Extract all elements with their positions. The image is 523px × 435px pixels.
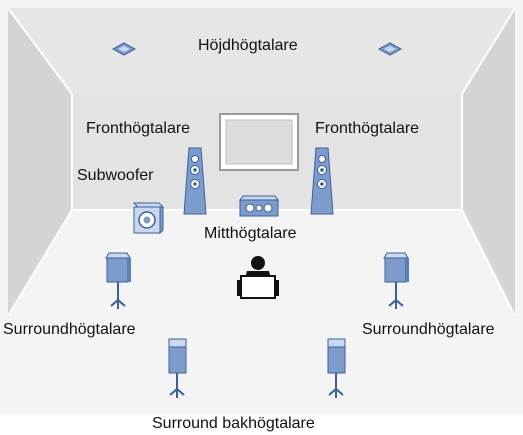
- left-wall: [8, 8, 72, 316]
- surround-speaker-right: [383, 252, 409, 309]
- surround-back-speaker-left: [168, 338, 187, 398]
- label-front-left: Fronthögtalare: [86, 120, 191, 137]
- label-height-speakers: Höjdhögtalare: [198, 37, 298, 54]
- label-center: Mitthögtalare: [204, 225, 297, 242]
- label-front-right: Fronthögtalare: [315, 120, 420, 137]
- label-surround-right: Surroundhögtalare: [362, 321, 495, 338]
- tv-screen: [219, 113, 299, 171]
- height-speaker-left: [111, 42, 137, 56]
- label-surround-back: Surround bakhögtalare: [152, 415, 315, 432]
- center-speaker: [239, 195, 279, 217]
- subwoofer: [132, 202, 165, 235]
- surround-back-speaker-right: [327, 338, 346, 398]
- listener: [237, 256, 279, 299]
- right-wall: [462, 8, 515, 316]
- surround-speaker-left: [105, 252, 131, 309]
- height-speaker-right: [377, 42, 403, 56]
- front-speaker-left: [183, 147, 207, 215]
- label-surround-left: Surroundhögtalare: [3, 321, 136, 338]
- room-ceiling: [8, 8, 515, 94]
- front-speaker-right: [310, 147, 334, 215]
- label-subwoofer: Subwoofer: [77, 167, 154, 184]
